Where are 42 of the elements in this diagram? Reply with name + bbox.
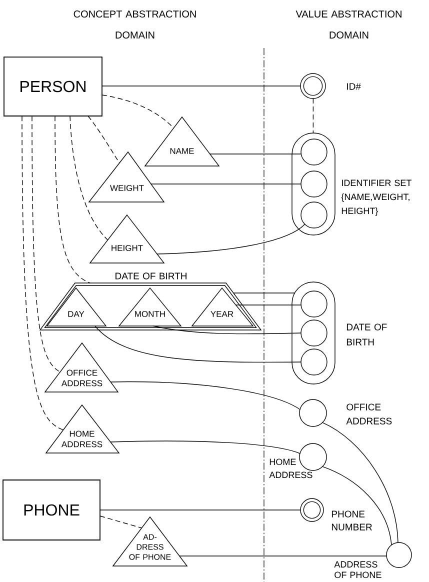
connector-line: [110, 440, 300, 454]
dashed-line: [100, 516, 142, 528]
value-circle: [300, 320, 328, 346]
value-circle: [300, 202, 328, 228]
connector-line: [322, 422, 398, 543]
value-circle: [300, 290, 328, 318]
node-label: ID#: [347, 83, 361, 90]
value-circle: [299, 443, 327, 471]
value-circle: [300, 138, 328, 166]
value-circle: [300, 348, 328, 376]
node-label: ADDRESS OF PHONE: [334, 561, 382, 578]
node-label: HOME ADDRESS: [269, 458, 312, 478]
dashed-line: [88, 116, 120, 164]
dashed-line: [102, 94, 174, 128]
dashed-line: [312, 98, 314, 134]
connector-line: [236, 304, 302, 306]
node-label: IDENTIFIER SET {NAME,WEIGHT, HEIGHT}: [341, 180, 412, 216]
connector-line: [156, 224, 306, 254]
heading: VALUE ABSTRACTION DOMAIN: [296, 10, 402, 39]
node-label: PHONE NUMBER: [332, 510, 372, 530]
node-label: DATE OF BIRTH: [116, 272, 186, 280]
value-circle: [300, 170, 328, 198]
value-circle: [299, 399, 327, 427]
node-label: OFFICE ADDRESS: [346, 404, 392, 424]
node-label: DATE OF BIRTH: [346, 324, 387, 346]
connector-line: [152, 326, 302, 334]
dashed-line: [22, 116, 64, 430]
value-circle: [386, 542, 412, 568]
capsule: [292, 282, 336, 384]
connector-line: [110, 381, 300, 410]
capsule: [292, 132, 336, 236]
dashed-line: [70, 116, 108, 240]
entity-box: PHONE: [2, 480, 100, 540]
dashed-line: [54, 116, 90, 284]
dashed-line: [32, 116, 60, 372]
double-circle: [300, 498, 324, 522]
double-circle: [300, 73, 326, 99]
connector-line: [94, 326, 302, 363]
connector-line: [233, 292, 296, 294]
heading: CONCEPT ABSTRACTION DOMAIN: [74, 10, 196, 39]
entity-box: PERSON: [4, 56, 102, 116]
connector-line: [322, 466, 392, 546]
